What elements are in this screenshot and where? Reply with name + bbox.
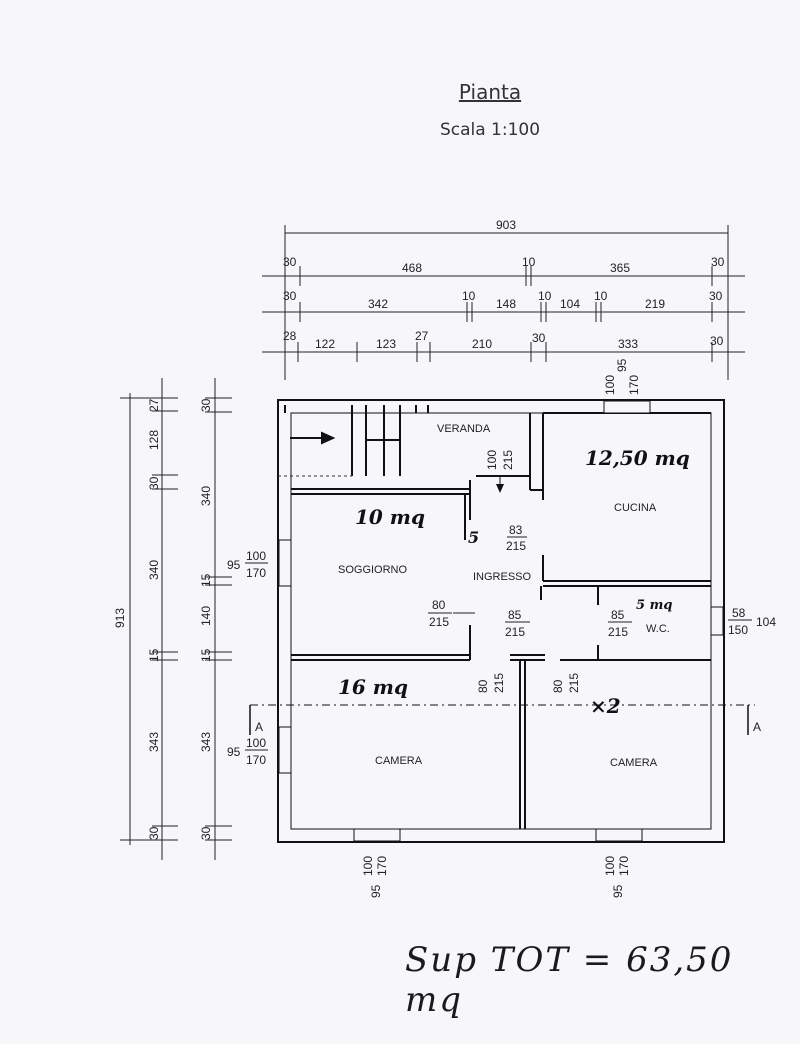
op-top-h: 170 — [627, 375, 641, 395]
dim-c1-1: 128 — [147, 430, 161, 450]
dim-c2-5: 343 — [199, 732, 213, 752]
hand-x-mark: ×2 — [590, 694, 621, 718]
dim-overall-height: 913 — [113, 608, 127, 628]
op-lcam-sill: 95 — [227, 745, 241, 759]
dim-r2-8: 30 — [709, 289, 723, 303]
dim-r3-7: 30 — [710, 334, 724, 348]
dim-c1-4: 15 — [147, 648, 161, 662]
op-top-sill: 95 — [615, 358, 629, 372]
op-dcam2-h: 215 — [567, 673, 581, 693]
op-dcuc-w: 83 — [509, 523, 523, 537]
op-br-w: 100 — [603, 856, 617, 876]
total-area-note: Sup TOT = 63,50 mq — [405, 940, 734, 1020]
op-lsogg-w: 100 — [246, 549, 266, 563]
room-veranda: VERANDA — [437, 423, 491, 435]
dim-c1-0: 27 — [147, 398, 161, 412]
dim-r3-1: 122 — [315, 337, 335, 351]
dim-r2-4: 10 — [538, 289, 552, 303]
dim-r1-4: 30 — [711, 255, 725, 269]
room-cucina: CUCINA — [614, 502, 657, 514]
dim-r1-2: 10 — [522, 255, 536, 269]
opening-bars — [245, 536, 752, 751]
dim-overall-width: 903 — [496, 218, 516, 232]
op-top-w: 100 — [603, 375, 617, 395]
hand-soggiorno-area: 10 mq — [355, 505, 425, 529]
dim-r3-2: 123 — [376, 337, 396, 351]
op-wc-w: 58 — [732, 606, 746, 620]
op-dcam2-w: 80 — [551, 679, 565, 693]
dim-c2-1: 340 — [199, 486, 213, 506]
dim-r2-3: 148 — [496, 297, 516, 311]
dim-c2-6: 30 — [199, 826, 213, 840]
op-dwc-h: 215 — [608, 625, 628, 639]
dim-r2-0: 30 — [283, 289, 297, 303]
dim-c2-2: 15 — [199, 573, 213, 587]
room-soggiorno: SOGGIORNO — [338, 564, 408, 576]
dim-c1-6: 30 — [147, 826, 161, 840]
plan-scale: Scala 1:100 — [439, 120, 541, 140]
dim-r2-5: 104 — [560, 297, 580, 311]
dim-r3-6: 333 — [618, 337, 638, 351]
hand-five-mark: 5 — [468, 528, 479, 547]
dim-r2-1: 342 — [368, 297, 388, 311]
dim-r1-3: 365 — [610, 261, 630, 275]
room-camera-right: CAMERA — [610, 757, 658, 769]
op-dcuc-h: 215 — [506, 539, 526, 553]
dim-r1-0: 30 — [283, 255, 297, 269]
op-dcam1-w: 80 — [476, 679, 490, 693]
dim-r3-5: 30 — [532, 331, 546, 345]
op-wc-h: 150 — [728, 623, 748, 637]
op-br-h: 170 — [617, 856, 631, 876]
room-wc: W.C. — [646, 623, 670, 635]
op-br-sill: 95 — [611, 884, 625, 898]
dim-r2-6: 10 — [594, 289, 608, 303]
dim-r2-7: 219 — [645, 297, 665, 311]
hand-wc-area: 5 mq — [636, 598, 672, 613]
op-lsogg-h: 170 — [246, 566, 266, 580]
hand-camera-area: 16 mq — [338, 675, 408, 699]
op-dver-h: 215 — [501, 450, 515, 470]
op-bl-w: 100 — [361, 856, 375, 876]
dim-c2-0: 30 — [199, 398, 213, 412]
op-wc-sill: 104 — [756, 615, 776, 629]
room-ingresso: INGRESSO — [473, 571, 532, 583]
section-label-right: A — [753, 720, 761, 734]
dim-c2-3: 140 — [199, 606, 213, 626]
op-dwc-w: 85 — [611, 608, 625, 622]
op-lcam-h: 170 — [246, 753, 266, 767]
op-dsogg-w: 80 — [432, 598, 446, 612]
room-camera-left: CAMERA — [375, 755, 423, 767]
op-dingr-h: 215 — [505, 625, 525, 639]
section-label-left: A — [255, 720, 263, 734]
dim-c1-3: 340 — [147, 560, 161, 580]
op-dver-w: 100 — [485, 450, 499, 470]
op-bl-h: 170 — [375, 856, 389, 876]
dim-c2-4: 15 — [199, 648, 213, 662]
dim-r2-2: 10 — [462, 289, 476, 303]
dim-c1-5: 343 — [147, 732, 161, 752]
dim-r3-4: 210 — [472, 337, 492, 351]
dimension-lines — [120, 225, 745, 860]
op-dingr-w: 85 — [508, 608, 522, 622]
op-lsogg-sill: 95 — [227, 558, 241, 572]
dim-r3-3: 27 — [415, 329, 429, 343]
windows — [278, 400, 724, 842]
op-dsogg-h: 215 — [429, 615, 449, 629]
op-dcam1-h: 215 — [492, 673, 506, 693]
veranda-arrow — [290, 431, 336, 445]
dim-r3-0: 28 — [283, 329, 297, 343]
op-lcam-w: 100 — [246, 736, 266, 750]
plan-title: Pianta — [458, 80, 522, 104]
dim-r1-1: 468 — [402, 261, 422, 275]
hand-cucina-area: 12,50 mq — [585, 446, 690, 470]
dim-c1-2: 30 — [147, 476, 161, 490]
op-bl-sill: 95 — [369, 884, 383, 898]
